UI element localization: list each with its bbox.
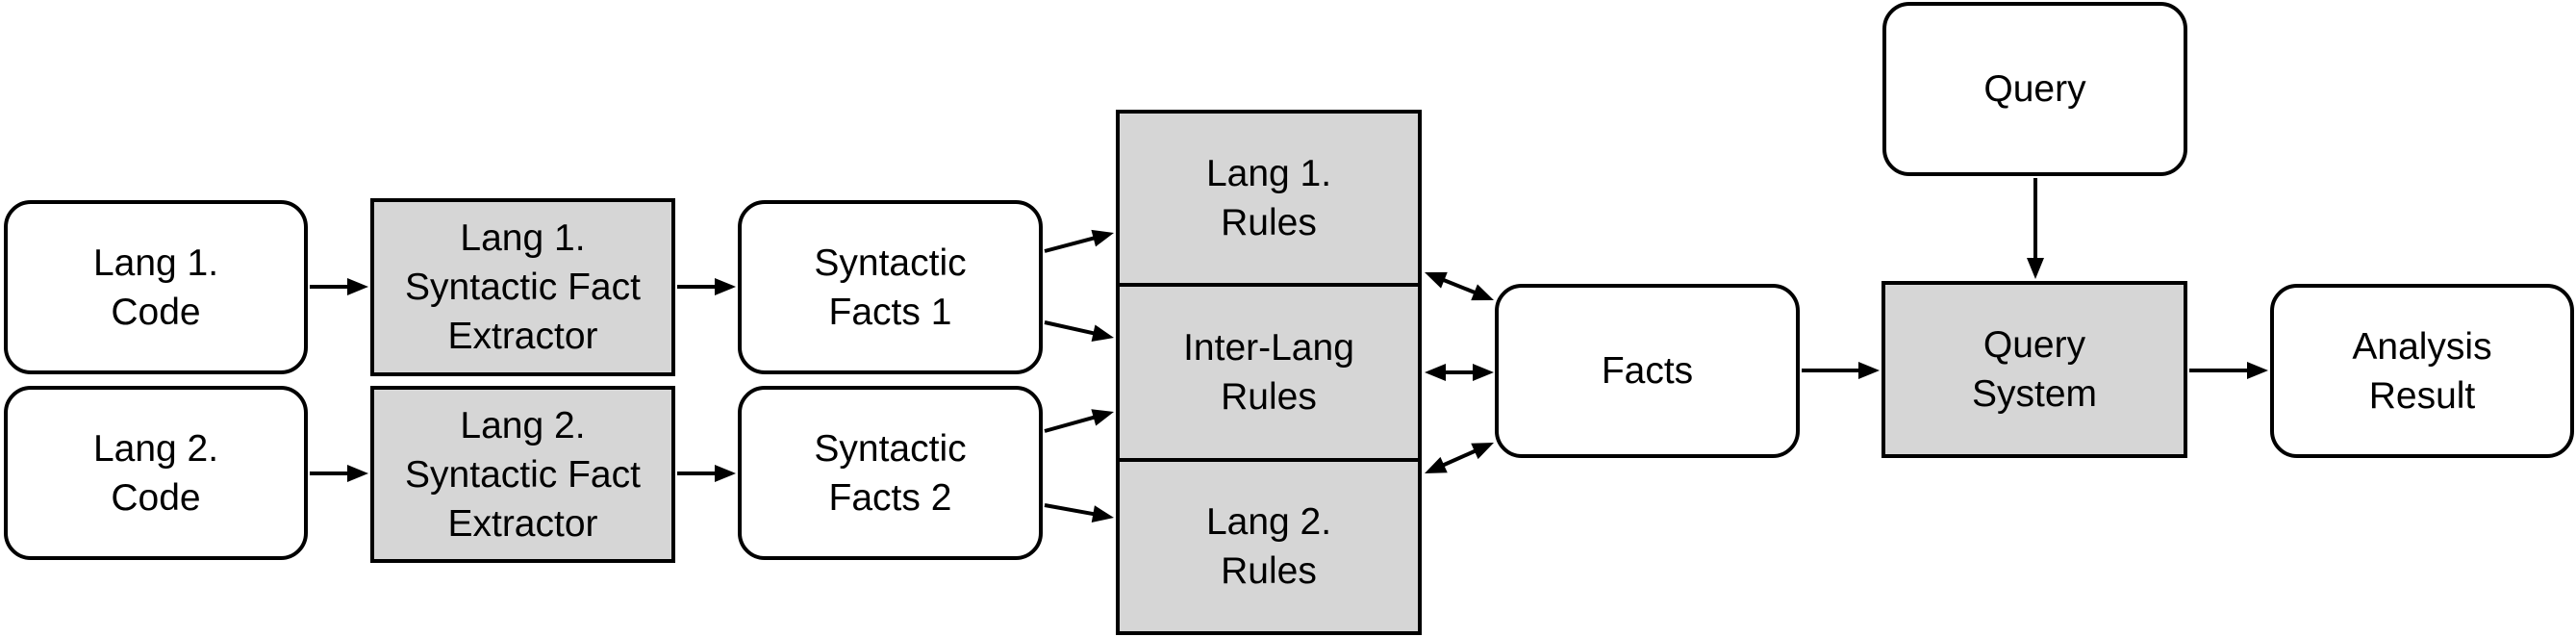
arrow-facts1-to-inter-lang-rules [1044, 320, 1096, 336]
arrow-facts-to-query-system-head [1858, 362, 1880, 379]
arrow-facts1-to-lang1-rules-head [1091, 229, 1114, 247]
arrow-facts2-to-lang2-rules-head [1091, 505, 1114, 522]
lang1-extractor-node: Lang 1. Syntactic Fact Extractor [370, 198, 675, 376]
lang1-extractor-label: Lang 1. Syntactic Fact Extractor [405, 217, 641, 357]
lang2-rules-node: Lang 2. Rules [1116, 458, 1422, 635]
syntactic-facts-2-label: Syntactic Facts 2 [814, 427, 967, 519]
facts-label: Facts [1601, 350, 1694, 392]
arrow-facts2-to-inter-lang-rules [1044, 415, 1097, 433]
arrow-query-to-query-system-head [2027, 258, 2044, 279]
lang2-extractor-label: Lang 2. Syntactic Fact Extractor [405, 404, 641, 545]
arrow-facts1-to-inter-lang-rules-head [1091, 324, 1114, 343]
syntactic-facts-1-node: Syntactic Facts 1 [738, 200, 1043, 374]
arrow-code2-to-extractor2-head [347, 465, 368, 482]
lang2-extractor-node: Lang 2. Syntactic Fact Extractor [370, 386, 675, 563]
query-system-node: Query System [1881, 281, 2187, 458]
arrow-code1-to-extractor1-head [347, 278, 368, 295]
arrow-query-system-to-result-head [2247, 362, 2268, 379]
arrow-facts2-to-inter-lang-rules-head [1091, 409, 1114, 426]
arrow-inter-lang-rules-facts-start-head [1425, 364, 1446, 381]
lang2-code-node: Lang 2. Code [4, 386, 308, 560]
syntactic-facts-1-label: Syntactic Facts 1 [814, 242, 967, 333]
lang1-code-label: Lang 1. Code [92, 242, 219, 333]
arrow-inter-lang-rules-facts-head [1473, 364, 1494, 381]
arrow-lang2-rules-facts-start-head [1425, 456, 1448, 473]
arrow-lang2-rules-facts-head [1471, 443, 1494, 460]
inter-lang-rules-label: Inter-Lang Rules [1183, 327, 1354, 418]
query-system-label: Query System [1971, 324, 2098, 415]
arrow-lang1-rules-facts-start-head [1425, 271, 1448, 289]
lang1-rules-label: Lang 1. Rules [1205, 153, 1332, 243]
arrow-facts1-to-lang1-rules [1044, 236, 1097, 253]
query-label: Query [1983, 68, 2086, 110]
analysis-result-label: Analysis Result [2352, 325, 2492, 417]
lang2-code-label: Lang 2. Code [92, 427, 219, 519]
arrow-facts2-to-lang2-rules [1044, 503, 1096, 517]
arrow-lang1-rules-facts [1441, 277, 1477, 295]
arrow-extractor2-to-facts2-head [715, 465, 736, 482]
syntactic-facts-2-node: Syntactic Facts 2 [738, 386, 1043, 560]
arrow-lang1-rules-facts-head [1471, 284, 1494, 301]
query-node: Query [1882, 2, 2187, 176]
arrow-extractor1-to-facts1-head [715, 278, 736, 295]
analysis-result-node: Analysis Result [2270, 284, 2574, 458]
facts-node: Facts [1495, 284, 1800, 458]
lang2-rules-label: Lang 2. Rules [1205, 501, 1332, 592]
lang1-code-node: Lang 1. Code [4, 200, 308, 374]
lang1-rules-node: Lang 1. Rules [1116, 110, 1422, 287]
arrow-lang2-rules-facts [1441, 448, 1477, 468]
inter-lang-rules-node: Inter-Lang Rules [1116, 283, 1422, 462]
